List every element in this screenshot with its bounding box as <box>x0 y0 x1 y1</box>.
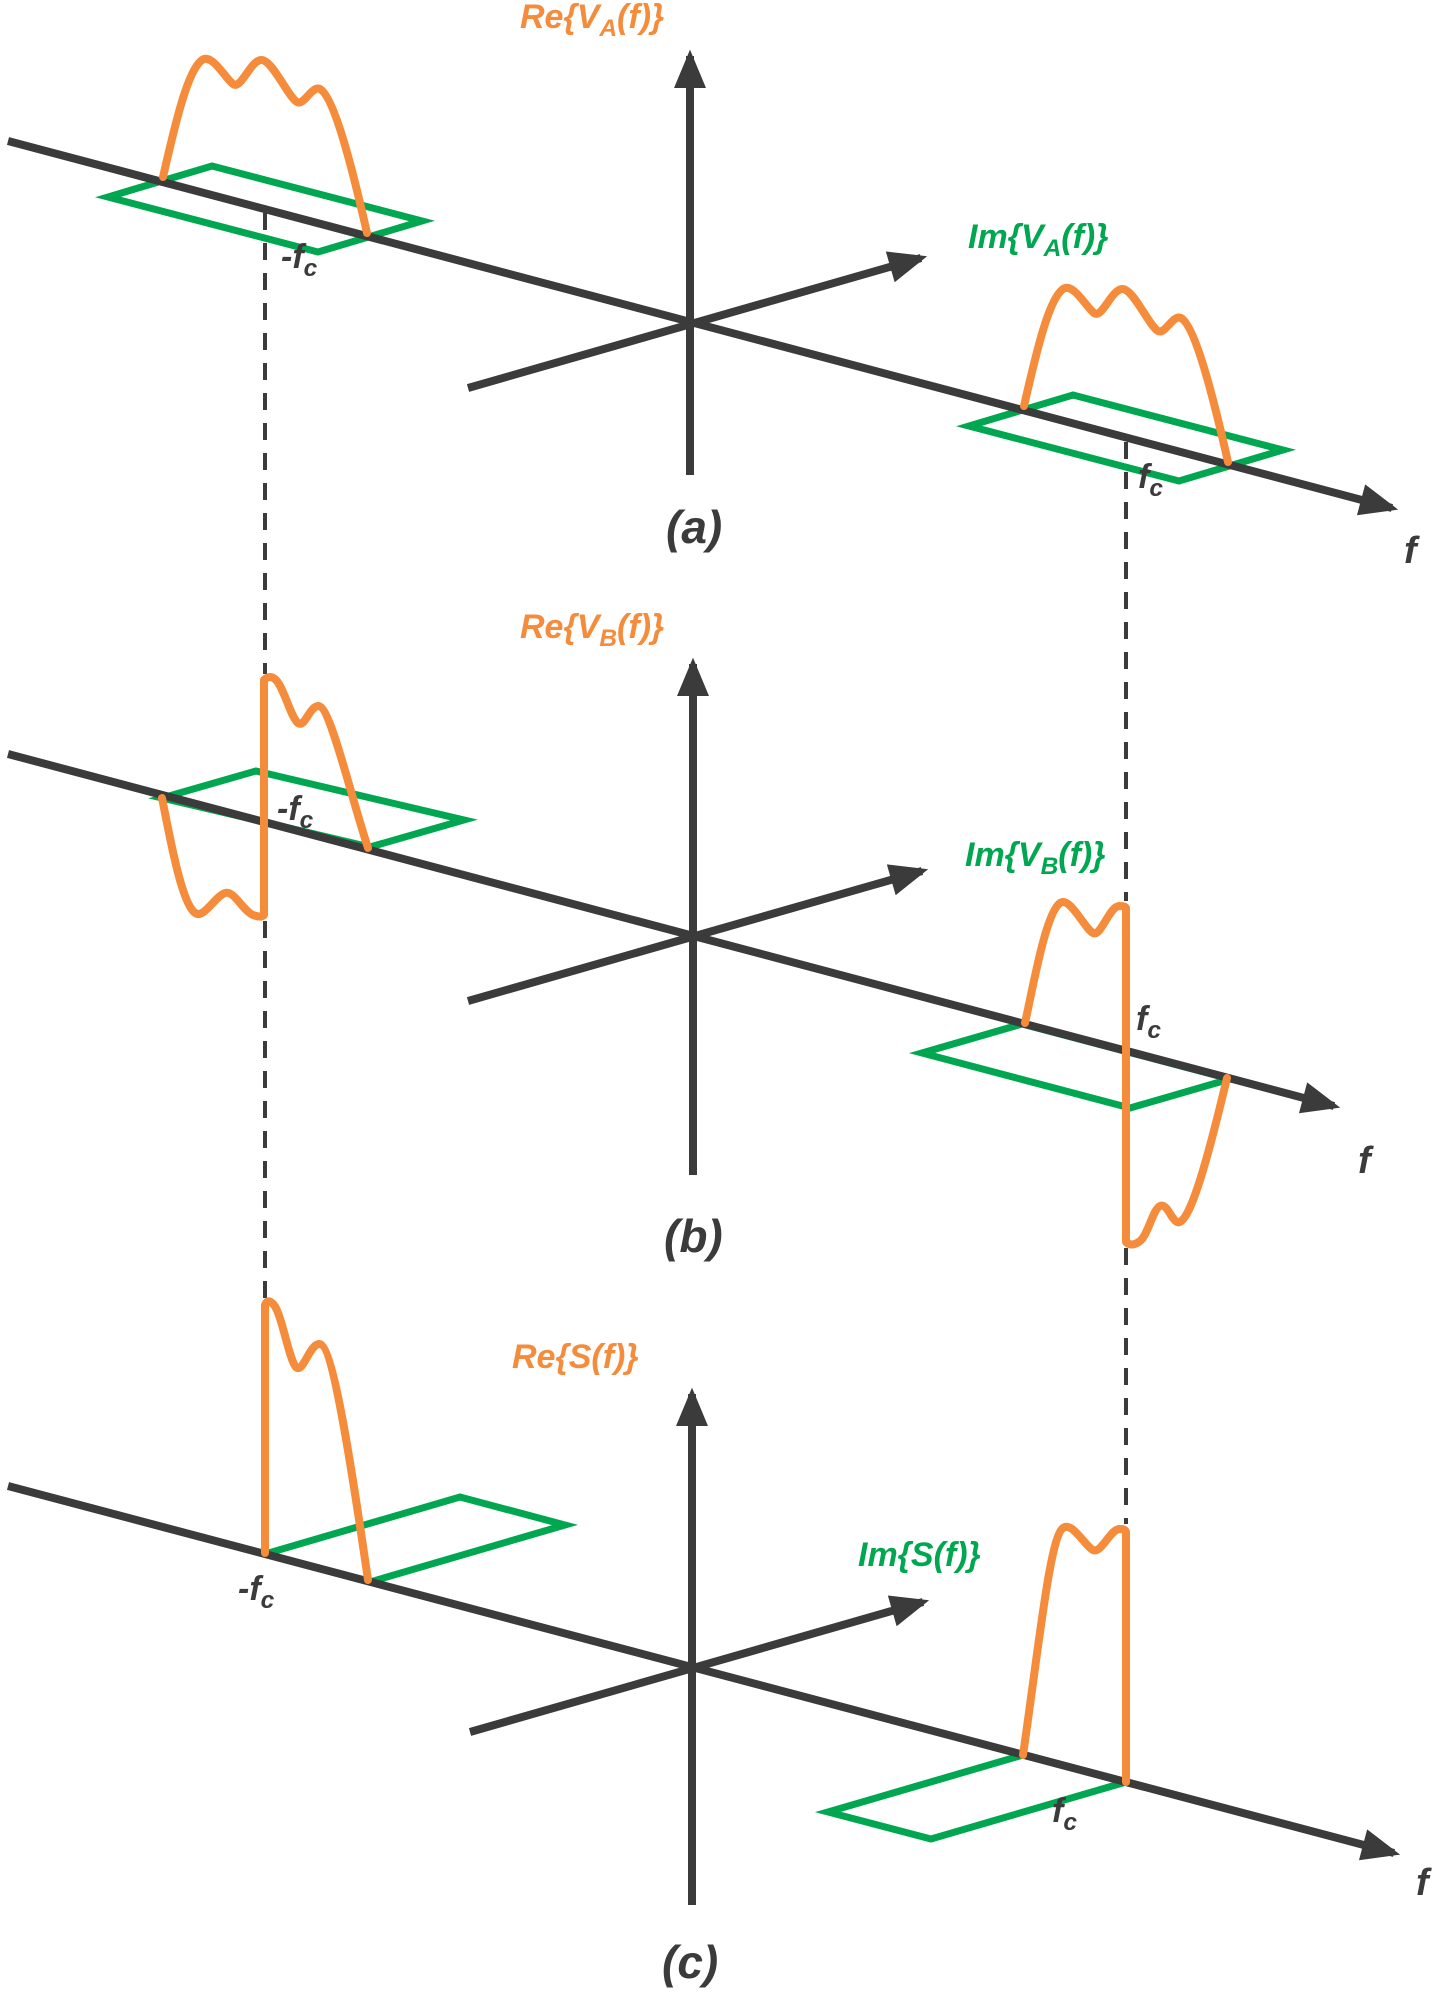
spectrum-pos-fc-c <box>1019 1522 1130 1786</box>
panel-caption-a: (a) <box>666 501 723 553</box>
spectrum-neg-fc-a <box>159 54 371 237</box>
pos-fc-label-c: fc <box>1052 1792 1077 1836</box>
pos-fc-label-b: fc <box>1136 1000 1161 1044</box>
label-part: (f)} <box>1058 836 1106 874</box>
im-axis-label-c: Im{S(f)} <box>858 1536 981 1580</box>
neg-fc-label-a: -fc <box>281 238 318 282</box>
label-subscript: B <box>1040 852 1059 880</box>
label-subscript: A <box>1043 234 1062 262</box>
label-part: Im{V <box>965 836 1041 874</box>
label-part: (f)} <box>1061 218 1109 256</box>
label-part: f <box>1052 1792 1064 1830</box>
f-axis-label-b: f <box>1358 1140 1371 1182</box>
re-axis-label-c: Re{S(f)} <box>512 1338 639 1382</box>
label-subscript: c <box>260 1586 275 1614</box>
f-axis-b <box>6 750 1341 1114</box>
spectrum-neg-fc-b <box>158 673 372 921</box>
im-axis-label-b: Im{VB(f)} <box>965 836 1106 880</box>
axes-panel-b <box>6 657 1341 1175</box>
label-subscript: A <box>599 14 618 42</box>
spectrum-pos-fc-b <box>1021 898 1231 1249</box>
im-axis-label-a: Im{VA(f)} <box>968 218 1109 262</box>
label-part: -f <box>238 1570 261 1608</box>
label-part: f <box>1138 458 1150 496</box>
axes-panel-c <box>6 1387 1401 1905</box>
im-axis-c <box>468 1595 930 1736</box>
label-part: (f)} <box>617 0 665 36</box>
f-axis-label-a: f <box>1404 530 1417 572</box>
label-part: (f)} <box>617 608 665 646</box>
label-subscript: c <box>1147 1016 1161 1044</box>
neg-fc-label-b: -fc <box>277 790 314 834</box>
label-part: -f <box>281 238 304 276</box>
label-part: Im{S(f)} <box>858 1536 981 1574</box>
spectra-panel-a <box>159 54 1232 466</box>
label-part: Im{V <box>968 218 1044 256</box>
label-part: f <box>1136 1000 1148 1038</box>
spectra-panel-c <box>261 1297 1130 1786</box>
label-subscript: c <box>299 806 314 834</box>
label-subscript: c <box>303 254 318 282</box>
spectrum-neg-fc-c <box>261 1297 372 1584</box>
label-subscript: c <box>1063 1808 1077 1836</box>
im-plane-pos-fc-a <box>956 391 1296 485</box>
label-subscript: B <box>599 624 618 652</box>
im-axis-b <box>466 864 929 1005</box>
pos-fc-label-a: fc <box>1138 458 1163 502</box>
label-part: Re{S(f)} <box>512 1338 639 1376</box>
re-axis-label-a: Re{VA(f)} <box>520 0 664 42</box>
f-axis-label-c: f <box>1416 1862 1429 1904</box>
neg-fc-label-c: -fc <box>238 1570 275 1614</box>
im-plane-neg-fc-a <box>95 162 435 256</box>
label-part: -f <box>277 790 300 828</box>
axes-panel-a <box>6 49 1399 516</box>
spectrum-pos-fc-a <box>1020 283 1232 466</box>
label-subscript: c <box>1149 474 1163 502</box>
carrier-guides <box>263 213 1128 1524</box>
im-axis-a <box>466 251 928 392</box>
panel-caption-c: (c) <box>662 1936 719 1988</box>
re-axis-label-b: Re{VB(f)} <box>520 608 665 652</box>
label-part: Re{V <box>520 608 600 646</box>
label-part: Re{V <box>520 0 600 36</box>
spectra-panel-b <box>158 673 1231 1249</box>
panel-caption-b: (b) <box>664 1210 723 1262</box>
